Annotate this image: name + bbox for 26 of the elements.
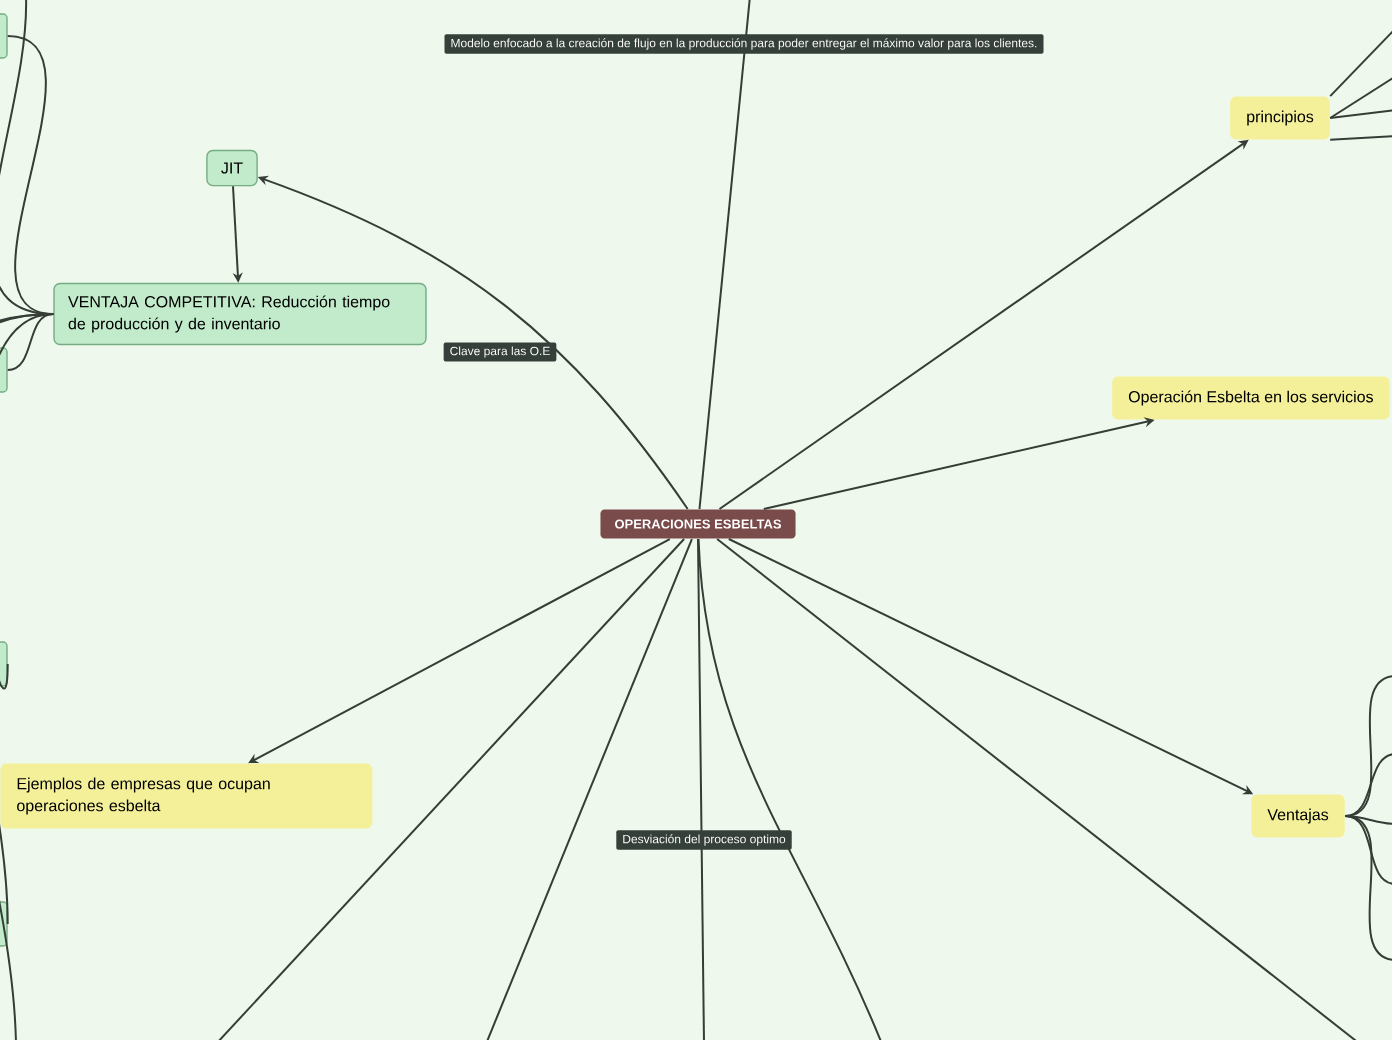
- connector-line: [716, 538, 1361, 1040]
- connector-line: [0, 313, 55, 1040]
- subtopic-box: JIT: [206, 149, 258, 187]
- partial-box: [0, 641, 8, 687]
- connector-line: [1344, 815, 1392, 961]
- topic-box: Ejemplos de empresas que ocupan operaciones esbelta: [0, 763, 373, 829]
- connector-line: [1344, 753, 1392, 817]
- connector-line: [1329, 135, 1392, 141]
- connector-line: [698, 0, 751, 510]
- partial-box: [0, 347, 8, 393]
- connector-line: [1329, 109, 1392, 119]
- connector-line: [248, 538, 671, 764]
- connector-line: [697, 538, 705, 1040]
- partial-box: [0, 901, 8, 947]
- connector-line: [215, 538, 686, 1040]
- connector-line: [1344, 815, 1392, 885]
- connector-line: [1329, 75, 1392, 119]
- connector-line: [1329, 27, 1392, 98]
- partial-box: [0, 13, 8, 59]
- topic-box: Ventajas: [1251, 794, 1345, 838]
- topic-box: Operación Esbelta en los servicios: [1112, 376, 1390, 420]
- subtopic-box: VENTAJA COMPETITIVA: Reducción tiempo de producción y de inventario: [53, 282, 427, 346]
- connector-line: [485, 538, 693, 1040]
- connector-line: [697, 538, 883, 1040]
- topic-box: principios: [1230, 96, 1330, 140]
- connector-line: [6, 313, 55, 371]
